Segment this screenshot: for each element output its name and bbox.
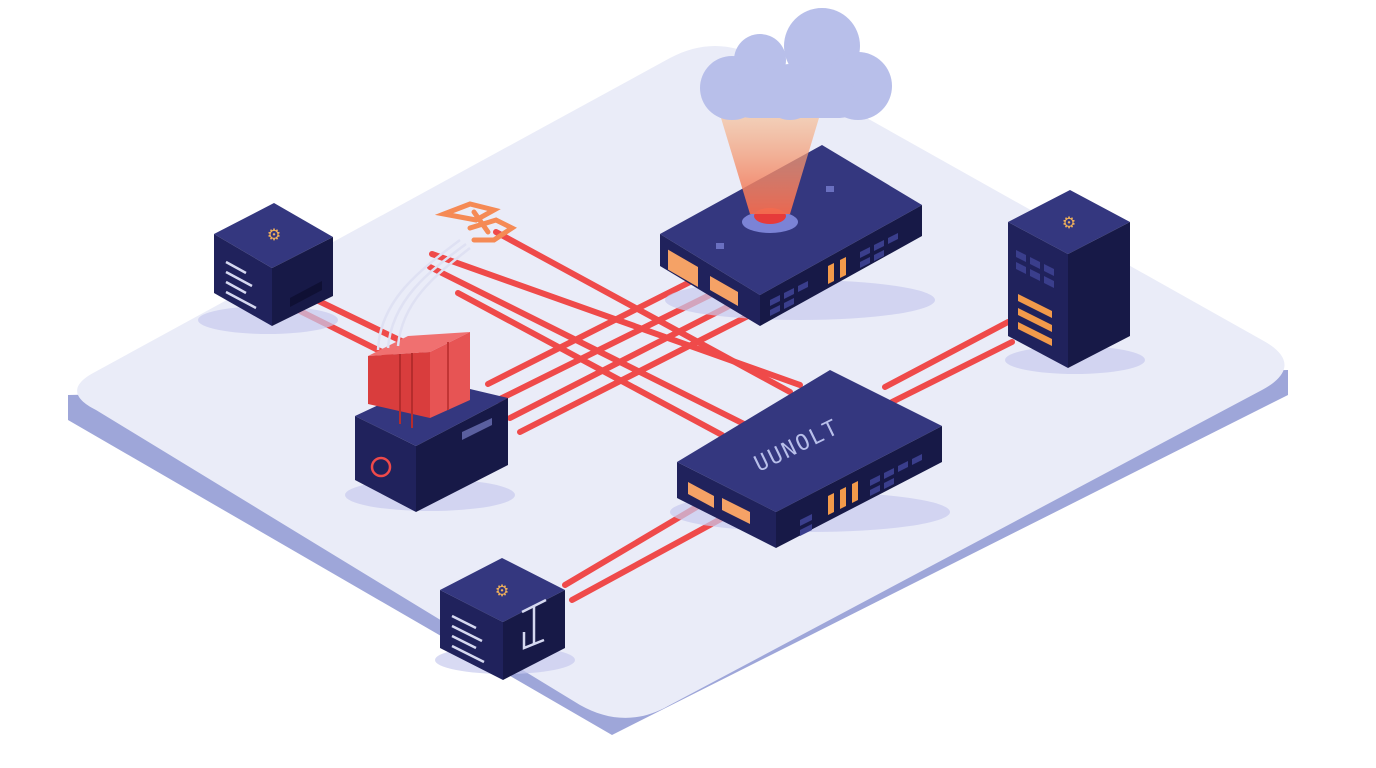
cable bbox=[882, 319, 1011, 390]
router[interactable]: UUNOLT bbox=[670, 370, 950, 548]
vent-lines bbox=[451, 614, 485, 664]
device-top bbox=[214, 203, 333, 268]
port bbox=[688, 482, 714, 508]
power-icon bbox=[370, 456, 392, 478]
cable bbox=[427, 264, 747, 427]
status-lights bbox=[828, 481, 858, 515]
device-front bbox=[355, 416, 416, 512]
cloud-icon bbox=[700, 8, 892, 120]
vent-lines bbox=[225, 260, 257, 310]
cable bbox=[569, 511, 733, 603]
uplink-beam bbox=[718, 108, 822, 214]
gear-icon: ⚙ bbox=[1062, 213, 1076, 232]
port bbox=[290, 281, 322, 307]
gear-icon: ⚙ bbox=[495, 581, 509, 600]
white-cables bbox=[376, 239, 471, 351]
cable bbox=[507, 300, 738, 421]
port bbox=[670, 254, 696, 282]
platform-top bbox=[77, 46, 1285, 718]
led-dot bbox=[716, 243, 724, 249]
port-grid bbox=[800, 454, 922, 536]
cable bbox=[495, 289, 719, 403]
cloud-gateway[interactable] bbox=[660, 145, 935, 326]
cable bbox=[889, 339, 1015, 405]
cable bbox=[455, 290, 725, 438]
port bbox=[722, 498, 750, 524]
status-lights bbox=[828, 257, 846, 284]
led-dot bbox=[826, 186, 834, 192]
indicator-slot bbox=[462, 418, 492, 440]
port bbox=[710, 276, 738, 306]
server-top-left[interactable]: ⚙ bbox=[198, 203, 338, 334]
firewall[interactable] bbox=[345, 239, 515, 512]
security-module bbox=[368, 332, 470, 428]
device-top bbox=[1008, 190, 1130, 254]
status-lights bbox=[1018, 294, 1052, 346]
device-side bbox=[1068, 222, 1130, 368]
cables bbox=[287, 229, 1015, 603]
server-tower-right[interactable]: ⚙ bbox=[1005, 190, 1145, 374]
device-side bbox=[272, 237, 333, 326]
device-top bbox=[677, 370, 942, 512]
cable bbox=[493, 229, 793, 395]
cable bbox=[485, 279, 693, 387]
drive-bays bbox=[1016, 250, 1054, 288]
device-side bbox=[776, 426, 942, 548]
cable bbox=[517, 313, 751, 435]
link-icon bbox=[434, 201, 517, 243]
gear-icon: ⚙ bbox=[267, 225, 281, 244]
tool-icon bbox=[521, 598, 547, 650]
port-grid bbox=[770, 233, 898, 316]
server-bottom-left[interactable]: ⚙ bbox=[435, 558, 575, 680]
